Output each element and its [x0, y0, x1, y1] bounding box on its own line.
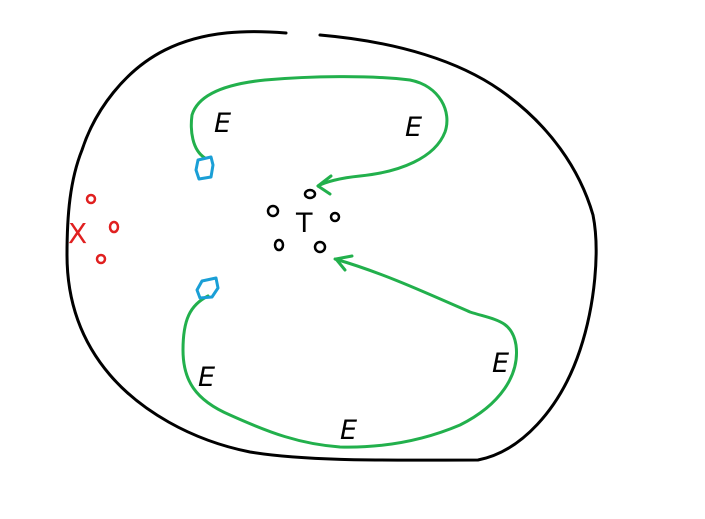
left-marker-label: X: [68, 217, 87, 250]
upper-path-right-label: E: [405, 112, 422, 143]
red-circle-3: [95, 253, 107, 265]
lower-entrance-marker: [195, 276, 220, 300]
center-label: T: [295, 208, 313, 239]
center-circle-1: [266, 204, 280, 218]
lower-path-right-label: E: [492, 348, 509, 379]
lower-path-left-label: E: [198, 362, 215, 393]
center-circle-2: [303, 188, 317, 200]
lower-path-bottom-label: E: [340, 415, 357, 446]
red-circle-1: [85, 193, 97, 205]
upper-arrowhead: [316, 174, 333, 196]
upper-entrance-marker: [194, 155, 215, 181]
lower-arrowhead: [334, 254, 354, 272]
upper-path-left-label: E: [214, 108, 231, 139]
lower-path: [181, 257, 518, 449]
outer-boundary: [65, 30, 598, 462]
center-circle-4: [273, 238, 285, 252]
red-circle-2: [108, 220, 120, 234]
center-circle-5: [313, 240, 327, 254]
upper-path: [189, 75, 449, 188]
center-circle-3: [329, 211, 341, 223]
